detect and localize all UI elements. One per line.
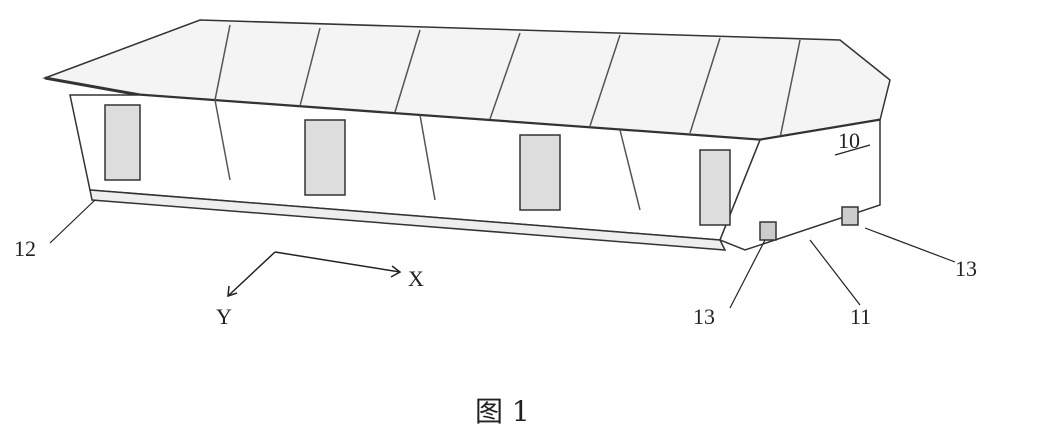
label-11: 11 — [850, 306, 871, 328]
label-10: 10 — [838, 130, 860, 152]
label-13-right: 13 — [955, 258, 977, 280]
axis-x-label: X — [408, 268, 424, 290]
axis-arrows — [228, 252, 400, 296]
label-13-left: 13 — [693, 306, 715, 328]
mount-left — [760, 222, 776, 240]
figure-caption: 图 1 — [475, 398, 530, 426]
label-12: 12 — [14, 238, 36, 260]
mount-right — [842, 207, 858, 225]
axis-y-label: Y — [216, 306, 232, 328]
